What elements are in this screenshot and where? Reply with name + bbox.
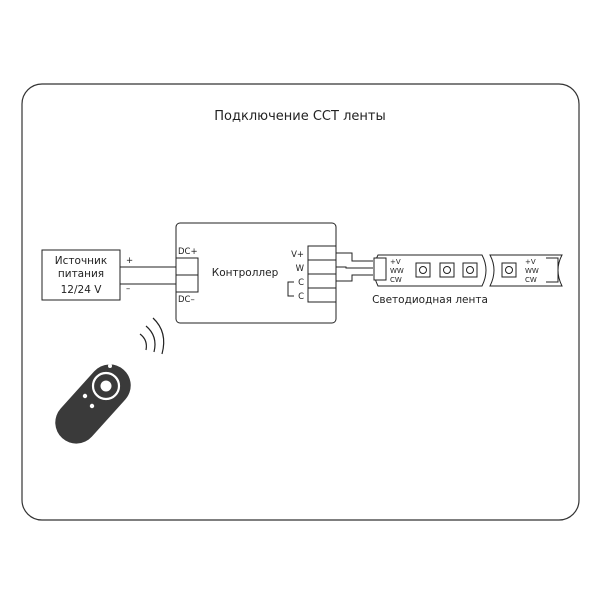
controller-out-c1-label: C — [298, 278, 304, 288]
power-supply-label-line1: Источник — [55, 255, 107, 267]
remote-touch-ring — [91, 371, 121, 401]
controller-out-w-label: W — [296, 264, 305, 274]
led-chip — [415, 262, 431, 278]
led-strip-pin-cw-left: CW — [390, 276, 402, 284]
led-strip: +V WW CW +V WW CW Светодиодная лента — [372, 254, 563, 306]
controller-c-bracket — [287, 281, 294, 297]
led-strip-pin-vplus-right: +V — [525, 258, 536, 266]
remote-button-small-1 — [82, 393, 88, 399]
diagram-title: Подключение CCT ленты — [214, 109, 385, 124]
controller-out-c2-label: C — [298, 292, 304, 302]
remote-control — [55, 364, 131, 444]
remote-button-small-3 — [108, 364, 112, 368]
controller: DC+ DC– Контроллер V+ W C C — [175, 222, 337, 324]
output-wire-w — [336, 266, 373, 269]
controller-dc-plus-label: DC+ — [178, 247, 198, 257]
wireless-signal-icon — [139, 317, 165, 355]
power-supply-label-line2: питания — [58, 268, 104, 280]
led-chip — [501, 262, 517, 278]
led-strip-pin-ww-left: WW — [390, 267, 404, 275]
remote-center-button — [100, 380, 112, 392]
output-wire-c — [336, 274, 373, 282]
led-strip-label: Светодиодная лента — [372, 294, 488, 306]
remote-body — [55, 364, 131, 444]
led-strip-pin-vplus-left: +V — [390, 258, 401, 266]
led-strip-end-connector — [546, 257, 559, 283]
output-wires — [336, 252, 373, 282]
led-strip-pin-cw-right: CW — [525, 276, 537, 284]
led-chip — [439, 262, 455, 278]
controller-label: Контроллер — [212, 267, 279, 279]
led-strip-pin-ww-right: WW — [525, 267, 539, 275]
power-supply-plus-sign: + — [126, 256, 133, 266]
controller-dc-minus-label: DC– — [178, 295, 195, 305]
power-supply: Источник питания 12/24 V + – — [41, 249, 133, 301]
output-wire-vplus — [336, 252, 373, 262]
power-supply-box — [41, 249, 121, 301]
remote-button-small-2 — [89, 403, 95, 409]
diagram-frame — [21, 83, 580, 521]
power-supply-minus-sign: – — [126, 284, 130, 294]
controller-out-vplus-label: V+ — [291, 250, 304, 260]
led-chip — [462, 262, 478, 278]
led-strip-input-pads — [373, 257, 387, 281]
power-supply-voltage: 12/24 V — [61, 284, 103, 296]
